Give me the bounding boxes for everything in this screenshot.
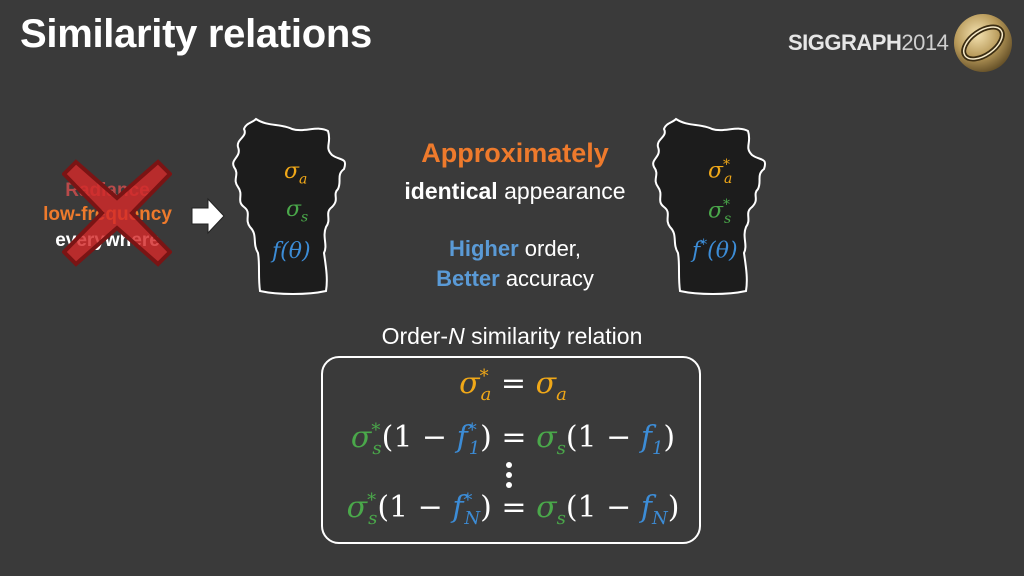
equation-box: σ*a = σa σ*s(1 − f*1) = σs(1 − f1) σ*s(1… <box>321 356 701 544</box>
sigma-s-label: σs <box>286 197 309 226</box>
equation-nth-order: σ*s(1 − f*N) = σs(1 − fN) <box>346 490 680 529</box>
logo-brand: SIGGRAPH <box>788 30 902 55</box>
phase-function-label: f(θ) <box>272 239 311 264</box>
capital-silhouette-icon <box>232 117 346 295</box>
better-accuracy-line: Better accuracy <box>436 266 594 291</box>
radiance-assumption: Radiance low-frequency everywhere <box>20 159 195 278</box>
approximately-heading: Approximately <box>421 138 609 168</box>
higher-order-line: Higher order, <box>448 236 582 261</box>
sigma-s-star-label: σ*s <box>708 197 732 227</box>
material-silhouette-left: σa σs f(θ) <box>228 117 353 295</box>
sigma-a-star-label: σ*a <box>708 157 733 187</box>
capital-silhouette-icon <box>652 117 766 295</box>
logo-year: 2014 <box>901 30 949 55</box>
slide-title: Similarity relations <box>20 12 372 56</box>
right-arrow-icon <box>191 197 225 235</box>
vertical-ellipsis-icon <box>504 462 514 492</box>
similarity-relation-caption: Order-N similarity relation <box>381 323 643 349</box>
phase-function-star-label: f*(θ) <box>692 237 738 264</box>
identical-appearance-text: identical appearance <box>404 178 626 204</box>
equation-sigma-a: σ*a = σa <box>459 366 567 405</box>
material-silhouette-right: σ*a σ*s f*(θ) <box>648 117 773 295</box>
equation-first-order: σ*s(1 − f*1) = σs(1 − f1) <box>350 420 676 459</box>
logo-text: SIGGRAPH2014 <box>788 30 949 56</box>
siggraph-ring-logo-icon <box>954 14 1012 72</box>
higher-order-text: Higher order, Better accuracy <box>380 234 650 294</box>
red-x-icon <box>62 159 172 267</box>
siggraph-logo: SIGGRAPH2014 <box>780 12 1016 72</box>
sigma-a-label: σa <box>284 159 308 188</box>
